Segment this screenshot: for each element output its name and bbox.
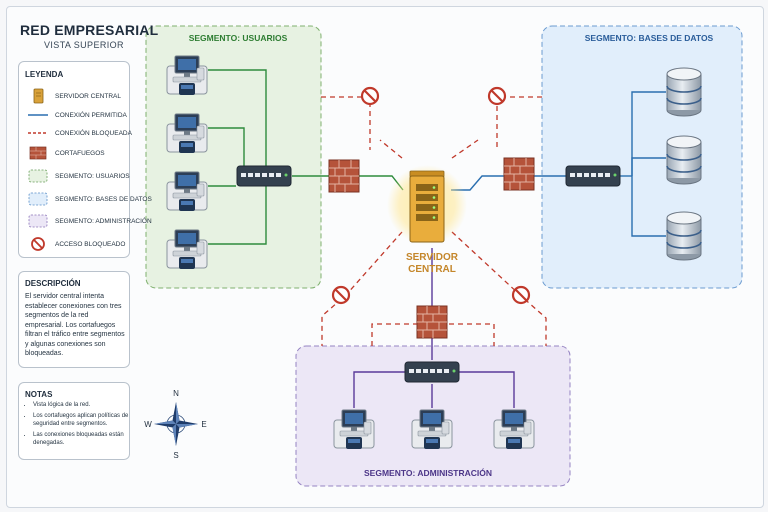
blocked-link-db — [496, 96, 542, 150]
note-item: Vista lógica de la red. — [33, 401, 137, 409]
firewall-icon — [27, 145, 49, 161]
firewall-databases[interactable] — [503, 157, 535, 191]
server-label-line2: CENTRAL — [408, 264, 456, 275]
legend-title: LEYENDA — [25, 70, 64, 79]
legend-label-admin-seg: SEGMENTO: ADMINISTRACIÓN — [55, 217, 152, 225]
server-icon — [27, 88, 49, 104]
database-2[interactable] — [666, 135, 702, 185]
legend-item-blocked: ACCESO BLOQUEADO — [27, 236, 125, 252]
blocked-icon — [27, 236, 49, 252]
switch-databases[interactable] — [565, 165, 621, 187]
blocked-link-sw1 — [379, 139, 403, 159]
legend-label-blocked-link: CONEXIÓN BLOQUEADA — [55, 129, 132, 137]
note-item: Los cortafuegos aplican políticas de seg… — [33, 412, 137, 428]
blocked-icon — [511, 285, 531, 305]
db-segment-label: SEGMENTO: BASES DE DATOS — [585, 33, 714, 43]
db-segment-icon — [27, 191, 49, 207]
legend-item-blocked-link: CONEXIÓN BLOQUEADA — [27, 125, 132, 141]
legend-label-allowed: CONEXIÓN PERMITIDA — [55, 111, 127, 119]
central-server[interactable] — [409, 170, 445, 243]
legend-item-server: SERVIDOR CENTRAL — [27, 88, 121, 104]
legend-label-blocked: ACCESO BLOQUEADO — [55, 240, 126, 248]
notes-list: Vista lógica de la red. Los cortafuegos … — [25, 401, 137, 450]
admin-segment-icon — [27, 213, 49, 229]
legend-label-db-seg: SEGMENTO: BASES DE DATOS — [55, 195, 152, 203]
notes-panel: NOTAS Vista lógica de la red. Los cortaf… — [18, 382, 130, 460]
database-1[interactable] — [666, 67, 702, 117]
blocked-icon — [360, 86, 380, 106]
users-segment-label: SEGMENTO: USUARIOS — [189, 33, 288, 43]
description-text: El servidor central intenta establecer c… — [25, 293, 125, 357]
diagram-subtitle: VISTA SUPERIOR — [44, 40, 124, 50]
database-3[interactable] — [666, 211, 702, 261]
blocked-link-users — [321, 96, 371, 150]
description-panel: DESCRIPCIÓN El servidor central intenta … — [18, 271, 130, 368]
blocked-icon — [487, 86, 507, 106]
user-segment-icon — [27, 168, 49, 184]
admin-segment-label: SEGMENTO: ADMINISTRACIÓN — [364, 467, 492, 478]
legend-item-allowed: CONEXIÓN PERMITIDA — [27, 107, 127, 123]
server-label-line1: SERVIDOR — [406, 252, 459, 263]
switch-users[interactable] — [236, 165, 292, 187]
legend-label-firewall: CORTAFUEGOS — [55, 149, 105, 157]
legend-item-db-seg: SEGMENTO: BASES DE DATOS — [27, 191, 152, 207]
blocked-link-se1 — [451, 139, 479, 159]
compass-icon — [154, 402, 198, 446]
legend-label-users-seg: SEGMENTO: USUARIOS — [55, 172, 130, 180]
firewall-admin[interactable] — [416, 305, 448, 339]
solid-line-icon — [27, 107, 49, 123]
dashed-line-icon — [27, 125, 49, 141]
firewall-users[interactable] — [328, 159, 360, 193]
compass-e: E — [201, 420, 206, 429]
switch-admin[interactable] — [404, 361, 460, 383]
legend-label-server: SERVIDOR CENTRAL — [55, 92, 121, 100]
db-segment-zone — [541, 25, 743, 289]
blocked-icon — [331, 285, 351, 305]
blocked-link-sw2 — [321, 231, 403, 346]
compass-w: W — [144, 420, 152, 429]
diagram-title: RED EMPRESARIAL — [20, 22, 159, 38]
admin-links — [353, 248, 515, 408]
legend-item-users-seg: SEGMENTO: USUARIOS — [27, 168, 130, 184]
legend-panel: LEYENDA SERVIDOR CENTRAL CONEXIÓN PERMIT… — [18, 61, 152, 258]
blocked-link-se2 — [451, 231, 547, 346]
compass-n: N — [173, 389, 179, 398]
legend-item-firewall: CORTAFUEGOS — [27, 145, 105, 161]
description-title: DESCRIPCIÓN — [25, 279, 81, 288]
compass-s: S — [173, 451, 178, 460]
notes-title: NOTAS — [25, 390, 53, 399]
legend-item-admin-seg: SEGMENTO: ADMINISTRACIÓN — [27, 213, 152, 229]
note-item: Las conexiones bloqueadas están denegada… — [33, 431, 137, 447]
